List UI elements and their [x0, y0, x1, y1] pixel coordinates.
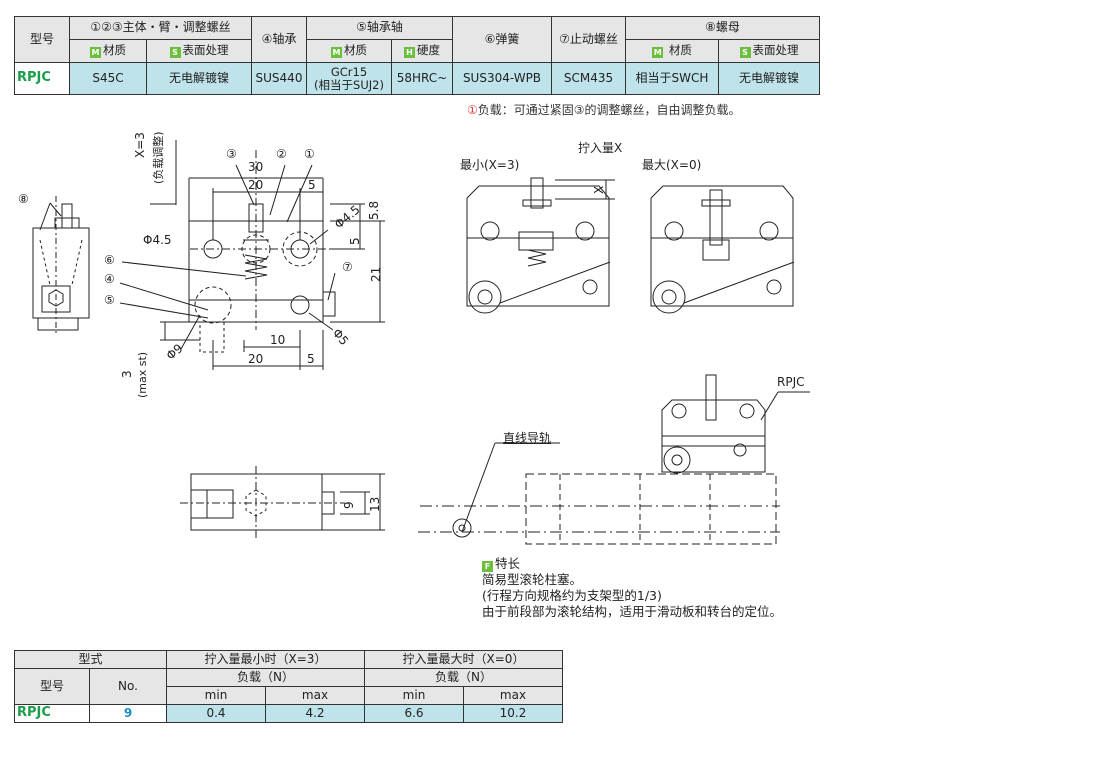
h-load-max: 负载（N） [364, 668, 563, 687]
h-max-2: max [463, 686, 563, 705]
callout-2: ② [276, 147, 287, 161]
dim-10: 10 [270, 333, 286, 347]
rail-label: 直线导轨 [503, 431, 552, 445]
callout-7: ⑦ [342, 260, 353, 274]
stop-screw-material: SCM435 [551, 62, 626, 95]
x-mark: X [592, 185, 606, 194]
h-max-insert: 拧入量最大时（X=0） [364, 650, 563, 669]
stroke-max: (max st) [136, 351, 149, 398]
dim-21: 21 [369, 266, 383, 282]
material-badge-icon: M [652, 47, 664, 58]
dim-5-right: 5 [348, 237, 362, 245]
load-table: 型式 拧入量最小时（X=3） 拧入量最大时（X=0） 型号 No. 负载（N） … [14, 650, 563, 723]
features-line-2: (行程方向规格约为支架型的1/3) [482, 588, 662, 603]
x3-label: X=3 [133, 132, 147, 158]
load-max-x3: 4.2 [265, 704, 365, 723]
rpjc-label: RPJC [777, 375, 805, 389]
callout-3: ③ [226, 147, 237, 161]
callout-8: ⑧ [18, 192, 29, 206]
max-insert-view [650, 185, 795, 314]
col-stop-screw: ⑦止动螺丝 [551, 16, 626, 63]
col-model: 型号 [14, 16, 70, 63]
material-badge-icon: M [90, 47, 101, 58]
stroke-3: 3 [120, 370, 134, 378]
warning-icon: ① [467, 103, 478, 117]
h-type: 型式 [14, 650, 167, 669]
dim-5-bottom: 5 [307, 352, 315, 366]
phi45-left: Φ4.5 [143, 233, 172, 247]
hardness-badge-icon: H [404, 47, 415, 58]
dim-9: 9 [342, 501, 356, 509]
bearing-material: SUS440 [251, 62, 307, 95]
row-model: RPJC [14, 62, 70, 95]
nut-material: 相当于SWCH [625, 62, 719, 95]
material-badge-icon: M [331, 47, 342, 58]
dim-30: 30 [248, 160, 264, 174]
load-row-model: RPJC [14, 704, 90, 723]
dim-20-top: 20 [248, 178, 264, 192]
min-insert-label: 最小(X=3) [460, 158, 520, 172]
col-spring: ⑥弹簧 [452, 16, 552, 63]
nut-surface: 无电解镀镍 [718, 62, 820, 95]
feature-badge-icon: F [482, 561, 493, 572]
h-max: max [265, 686, 365, 705]
load-adjust-label: (负载调整) [152, 131, 165, 184]
surface-badge-icon: S [169, 47, 181, 58]
installation-view [418, 374, 810, 545]
callout-1: ① [304, 147, 315, 161]
load-min-x3: 0.4 [166, 704, 266, 723]
col-bearing: ④轴承 [251, 16, 307, 63]
top-view [180, 466, 385, 540]
dim-20-bottom: 20 [248, 352, 264, 366]
h-min-insert: 拧入量最小时（X=3） [166, 650, 365, 669]
front-view [39, 140, 385, 370]
h-no: No. [89, 668, 167, 705]
spring-material: SUS304-WPB [452, 62, 552, 95]
callout-6: ⑥ [104, 253, 115, 267]
insert-title: 拧入量X [578, 141, 623, 155]
col-nut: ⑧螺母 [625, 16, 820, 40]
callout-4: ④ [104, 272, 115, 286]
load-note: ①负载：可通过紧固③的调整螺丝，自由调整负载。 [467, 103, 741, 117]
callout-5: ⑤ [104, 293, 115, 307]
shaft-hardness: 58HRC~ [391, 62, 453, 95]
h-min: min [166, 686, 266, 705]
side-view [32, 196, 90, 336]
dim-58: 5.8 [367, 200, 381, 220]
h-model: 型号 [14, 668, 90, 705]
col-bearing-shaft: ⑤轴承轴 [306, 16, 453, 40]
dim-13: 13 [368, 496, 382, 512]
h-load-min: 负载（N） [166, 668, 365, 687]
body-material: S45C [69, 62, 147, 95]
min-insert-view [466, 177, 615, 314]
load-row-no: 9 [89, 704, 167, 723]
max-insert-label: 最大(X=0) [642, 158, 702, 172]
spec-table: 型号 ①②③主体・臂・调整螺丝 ④轴承 ⑤轴承轴 ⑥弹簧 ⑦止动螺丝 ⑧螺母 M… [14, 16, 820, 95]
load-max-x0: 10.2 [463, 704, 563, 723]
h-min-2: min [364, 686, 464, 705]
features-line-1: 简易型滚轮柱塞。 [482, 572, 583, 587]
dim-5-top: 5 [308, 178, 316, 192]
body-surface: 无电解镀镍 [146, 62, 252, 95]
features-line-3: 由于前段部为滚轮结构，适用于滑动板和转台的定位。 [482, 604, 783, 619]
surface-badge-icon: S [739, 47, 751, 58]
load-min-x0: 6.6 [364, 704, 464, 723]
